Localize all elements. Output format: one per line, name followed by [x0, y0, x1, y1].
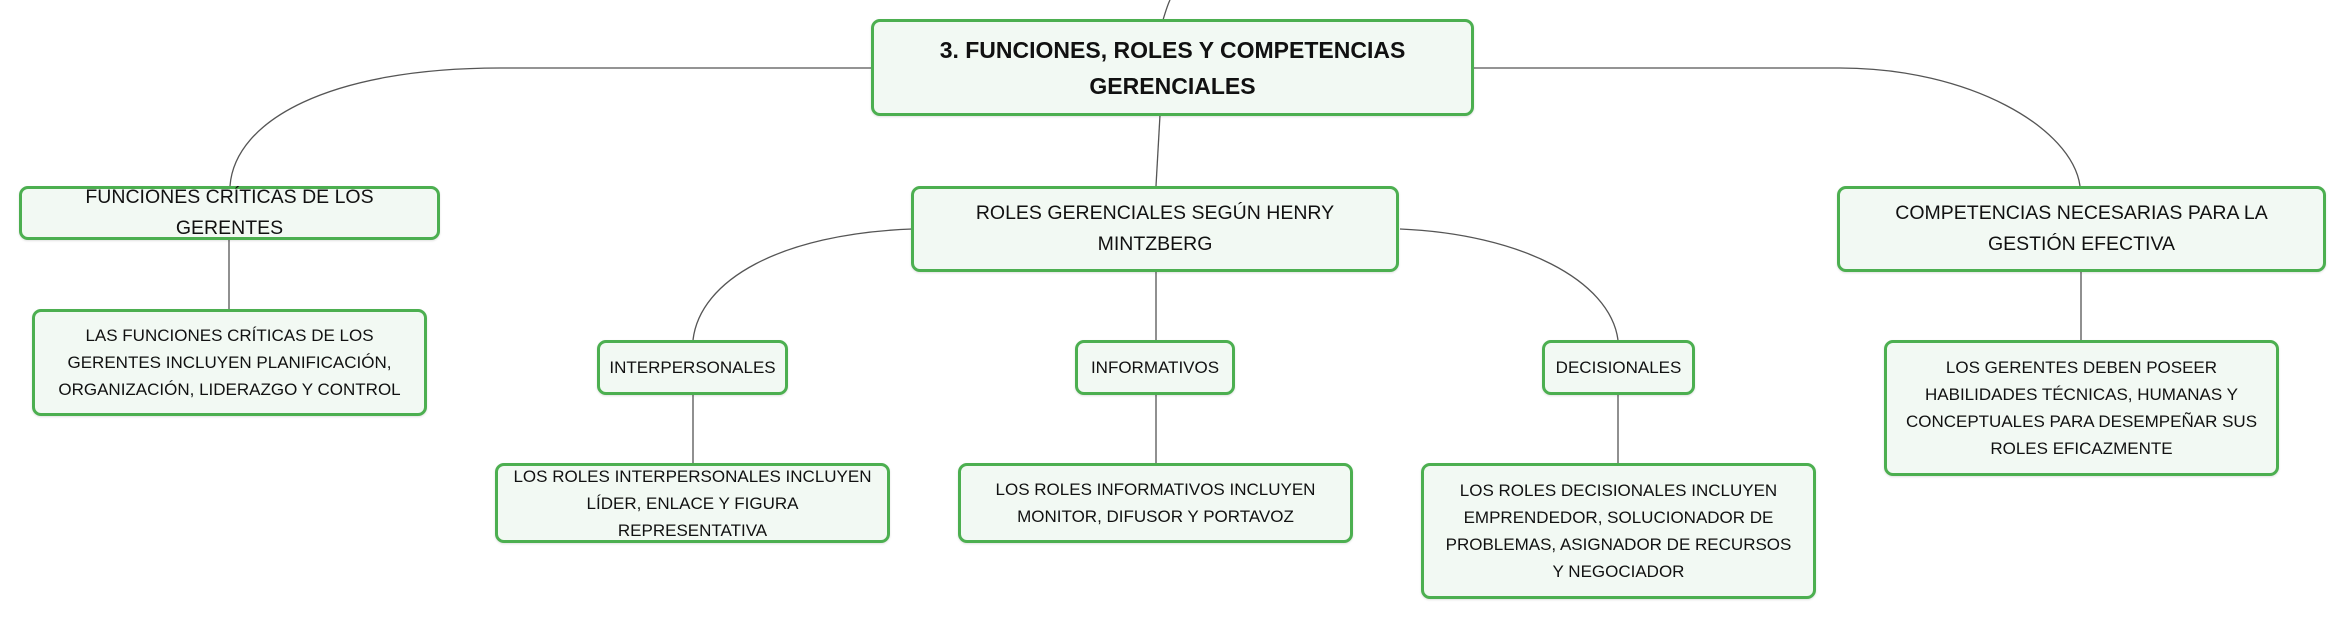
- funciones-topic[interactable]: FUNCIONES CRÍTICAS DE LOS GERENTES: [19, 186, 440, 240]
- informativos-topic-label: INFORMATIVOS: [1090, 357, 1220, 377]
- interpersonales-detail-text: LOS ROLES INTERPERSONALES INCLUYEN LÍDER…: [513, 466, 872, 540]
- connector-root-funciones: [229, 67, 872, 187]
- roles-topic-label: ROLES GERENCIALES SEGÚN HENRY MINTZBERG: [975, 202, 1335, 255]
- funciones-detail-text: LAS FUNCIONES CRÍTICAS DE LOS GERENTES I…: [58, 326, 401, 399]
- connector-roles-decisionales: [1399, 228, 1619, 341]
- decisionales-detail-text: LOS ROLES DECISIONALES INCLUYEN EMPRENDE…: [1445, 481, 1792, 581]
- root-topic-label: 3. FUNCIONES, ROLES Y COMPETENCIAS GEREN…: [939, 36, 1406, 99]
- connector-parent-root: [1162, 0, 1171, 21]
- informativos-detail-text: LOS ROLES INFORMATIVOS INCLUYEN MONITOR,…: [995, 480, 1316, 526]
- informativos-detail[interactable]: LOS ROLES INFORMATIVOS INCLUYEN MONITOR,…: [958, 463, 1353, 543]
- funciones-topic-label: FUNCIONES CRÍTICAS DE LOS GERENTES: [85, 186, 374, 239]
- competencias-topic-label: COMPETENCIAS NECESARIAS PARA LA GESTIÓN …: [1895, 202, 2268, 255]
- competencias-topic[interactable]: COMPETENCIAS NECESARIAS PARA LA GESTIÓN …: [1837, 186, 2326, 272]
- informativos-topic[interactable]: INFORMATIVOS: [1075, 340, 1235, 395]
- decisionales-detail[interactable]: LOS ROLES DECISIONALES INCLUYEN EMPRENDE…: [1421, 463, 1816, 599]
- connector-roles-interpersonales: [692, 228, 913, 341]
- root-topic[interactable]: 3. FUNCIONES, ROLES Y COMPETENCIAS GEREN…: [871, 19, 1474, 116]
- interpersonales-topic-label: INTERPERSONALES: [609, 357, 776, 377]
- interpersonales-topic[interactable]: INTERPERSONALES: [597, 340, 788, 395]
- decisionales-topic[interactable]: DECISIONALES: [1542, 340, 1695, 395]
- funciones-detail[interactable]: LAS FUNCIONES CRÍTICAS DE LOS GERENTES I…: [32, 309, 427, 416]
- connector-root-competencias: [1472, 67, 2081, 187]
- connector-root-roles: [1155, 114, 1161, 187]
- competencias-detail-text: LOS GERENTES DEBEN POSEER HABILIDADES TÉ…: [1905, 358, 2258, 458]
- competencias-detail[interactable]: LOS GERENTES DEBEN POSEER HABILIDADES TÉ…: [1884, 340, 2279, 476]
- decisionales-topic-label: DECISIONALES: [1555, 357, 1682, 377]
- roles-topic[interactable]: ROLES GERENCIALES SEGÚN HENRY MINTZBERG: [911, 186, 1399, 272]
- interpersonales-detail[interactable]: LOS ROLES INTERPERSONALES INCLUYEN LÍDER…: [495, 463, 890, 543]
